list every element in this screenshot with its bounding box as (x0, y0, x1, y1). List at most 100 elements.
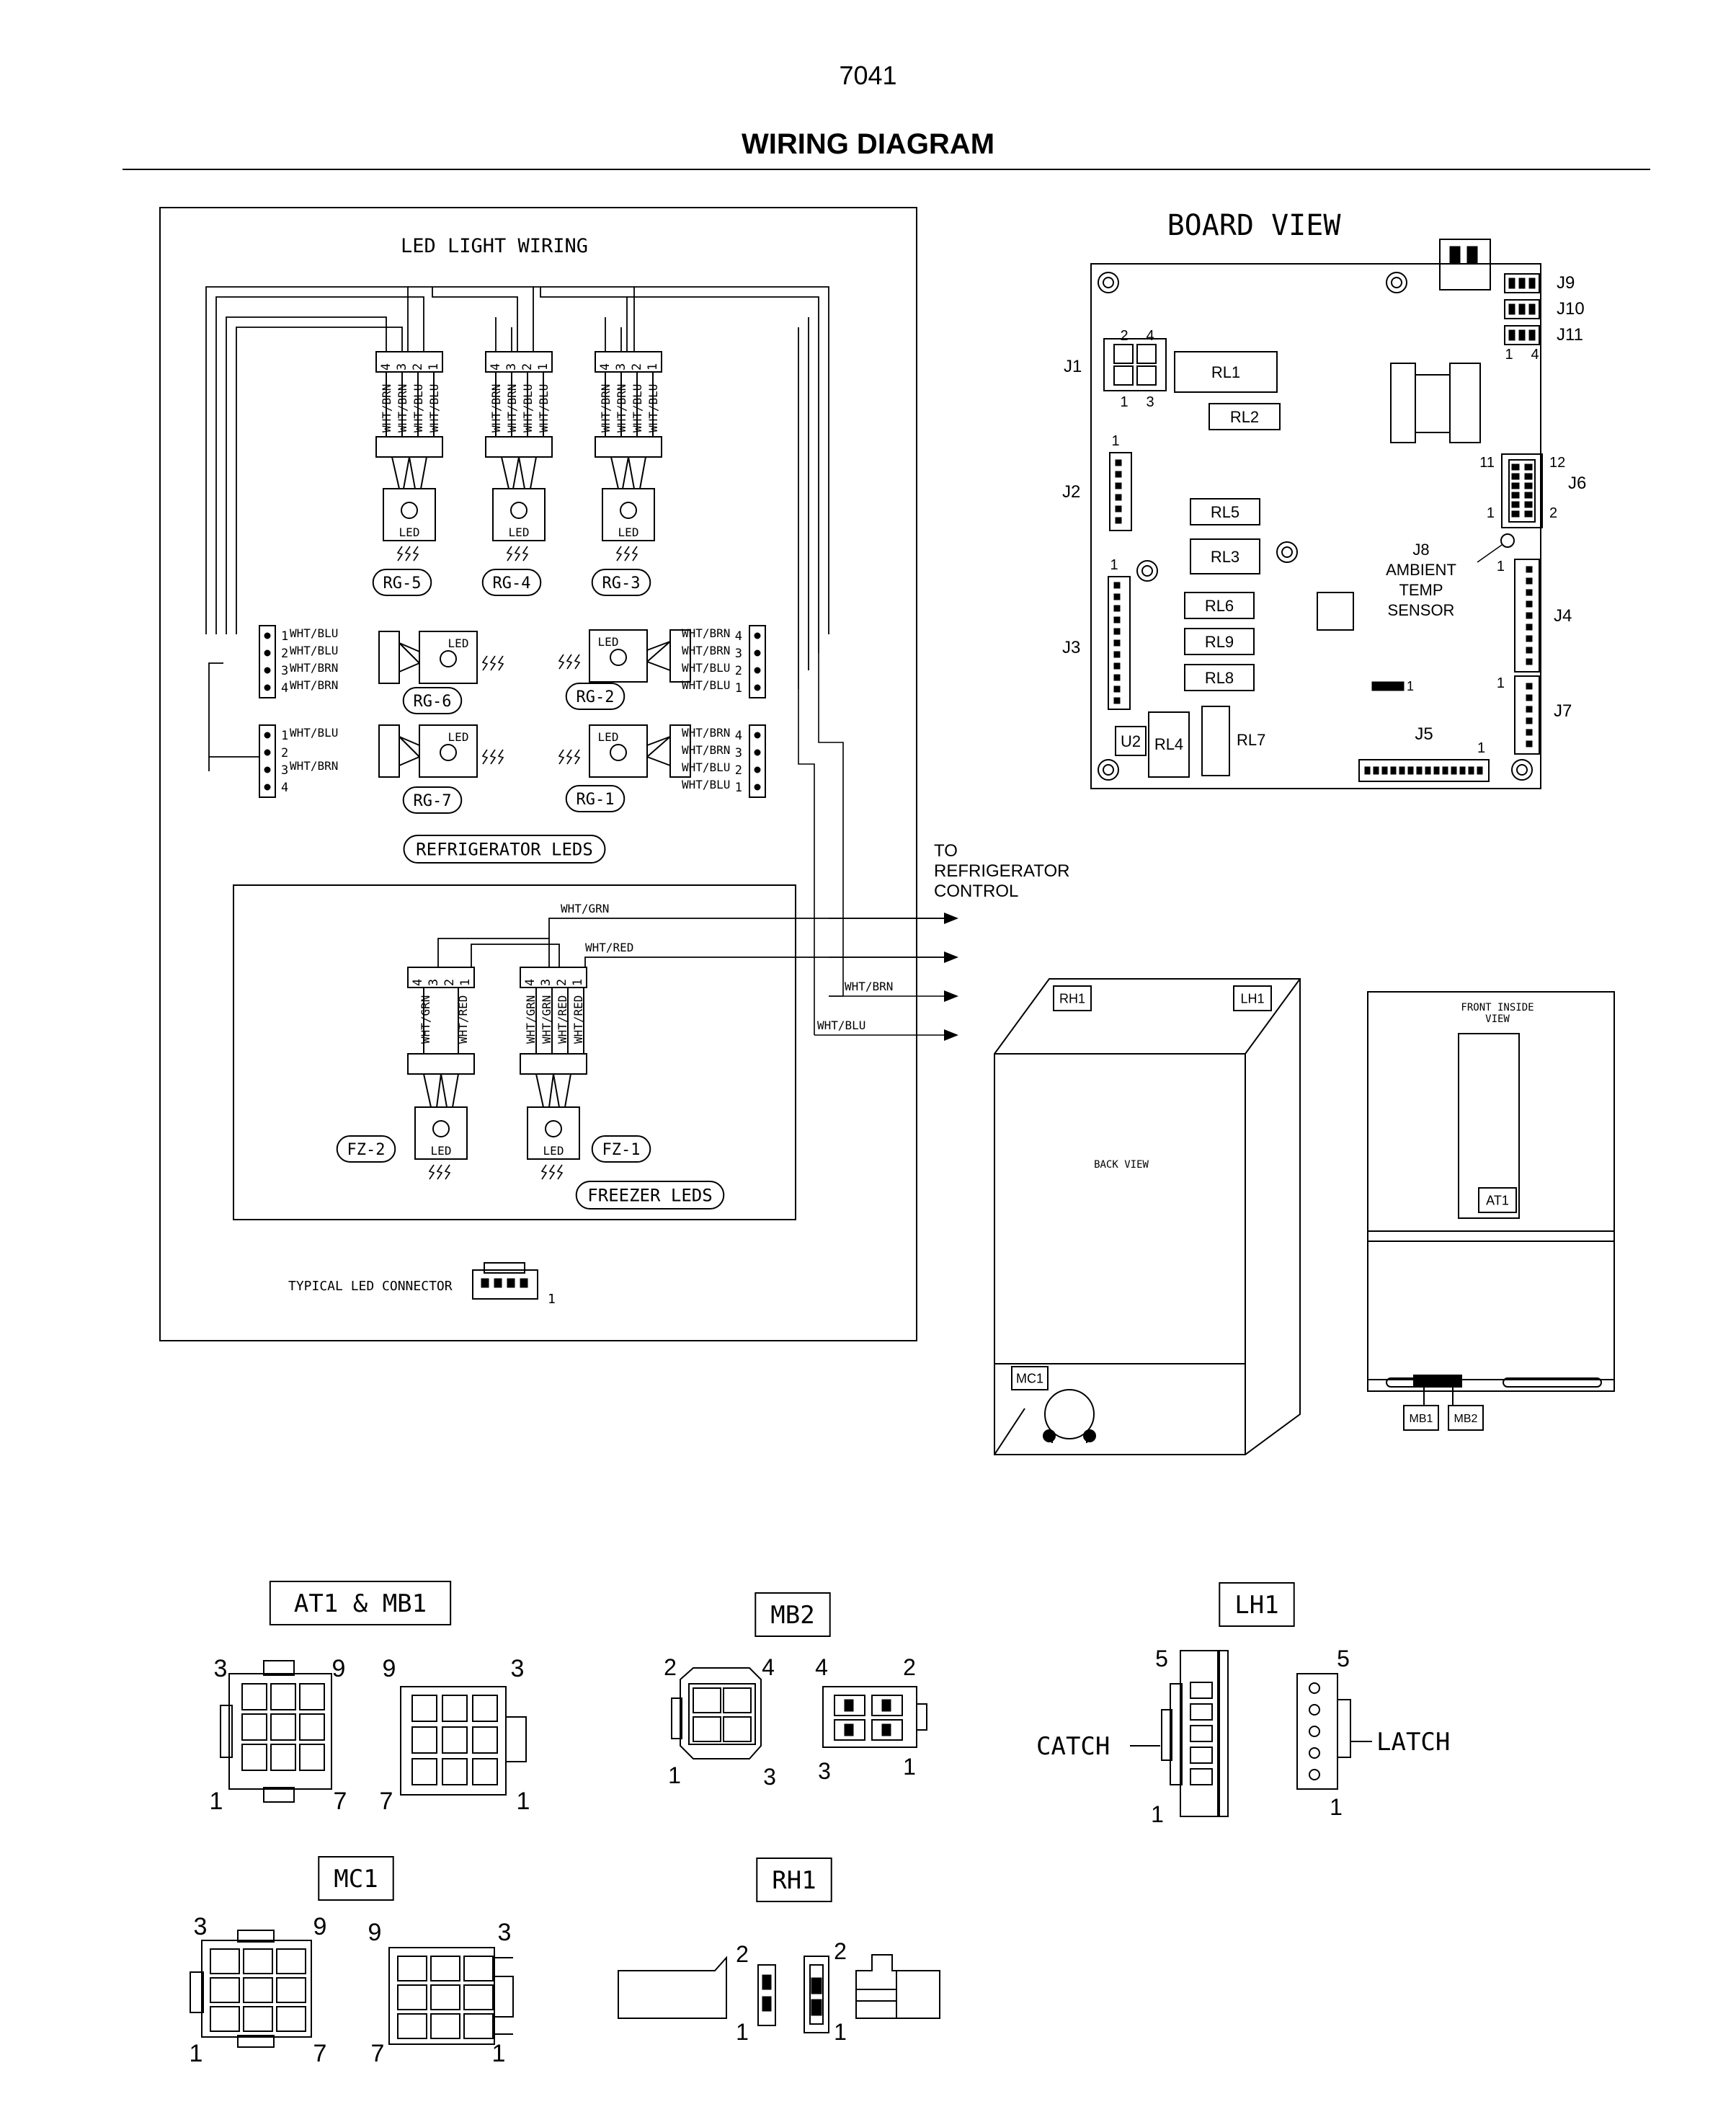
tag-MB1: MB1 (1403, 1405, 1439, 1431)
connector-pin (1113, 651, 1121, 658)
wire-lead (530, 456, 537, 489)
connector-pin (1511, 492, 1520, 499)
plug-block (595, 436, 662, 458)
wire-label: WHT/BLU (521, 384, 535, 432)
relay-label: RL4 (1154, 735, 1183, 753)
pin-label: 2 (442, 979, 457, 986)
light-rays-icon (481, 655, 504, 671)
pin-label: 2 (630, 363, 644, 370)
cavity (871, 1719, 903, 1741)
plug-block (485, 436, 553, 458)
plug-block (407, 1053, 475, 1075)
connector-body (1103, 338, 1167, 391)
wire-label: WHT/RED (556, 995, 569, 1044)
led-name-outline (481, 569, 542, 596)
led-RG-6: LED (378, 631, 504, 684)
cavity (299, 1683, 325, 1710)
pin-label: 4 (411, 979, 425, 986)
light-rays-icon (481, 749, 504, 765)
connector-name: RH1 (772, 1866, 816, 1895)
pin-label: 2 (411, 363, 425, 370)
connector-pin (1451, 766, 1457, 775)
pin-label: 1 (735, 681, 742, 696)
plug-block (669, 724, 691, 778)
pin-label: 9 (368, 1919, 382, 1946)
cavity (1190, 1725, 1213, 1742)
relay-label: RL8 (1205, 669, 1234, 687)
connector-pin (1115, 494, 1122, 501)
cavity (276, 1948, 306, 1974)
detail-MC1: MC1 (318, 1856, 394, 1901)
harness-wire (540, 287, 628, 352)
pin-label: 1 (1505, 347, 1513, 363)
plug-inner (809, 1964, 824, 2025)
sensor-label: SENSOR (1388, 601, 1455, 619)
connector-pin (1407, 766, 1414, 775)
connector-pin (1113, 593, 1121, 600)
relay-label: RL2 (1230, 408, 1259, 426)
connector-pin (1511, 473, 1520, 480)
connector-pin (1526, 566, 1533, 573)
pin-label: 1 (1407, 679, 1414, 693)
led-name-outline (565, 785, 626, 812)
led-lens (440, 744, 457, 761)
led-panel-frame (159, 207, 917, 1341)
connector-pin (1524, 473, 1533, 480)
connector-J5: J51 (1358, 724, 1490, 782)
chip-label: U2 (1121, 732, 1141, 750)
connector-shell (1296, 1673, 1338, 1790)
relay-RL6: RL6 (1184, 592, 1255, 619)
wire-lead (646, 736, 671, 758)
light-ray (556, 1164, 564, 1180)
tag-box (1478, 1187, 1517, 1213)
connector-pin (1526, 612, 1533, 619)
connector-pin (1113, 582, 1121, 589)
terminal (844, 1723, 854, 1736)
control-label: REFRIGERATOR (934, 861, 1069, 881)
connector-pin (1526, 577, 1533, 585)
led-name: RG-7 (414, 792, 452, 810)
connector-pin (1364, 766, 1371, 775)
light-ray (558, 654, 565, 670)
pin-dot (264, 649, 271, 657)
wire-label: WHT/BRN (380, 384, 393, 432)
light-rays-icon (615, 546, 638, 562)
pin-label: 4 (1146, 328, 1154, 344)
connector-block (749, 625, 766, 698)
connector-pin (1524, 510, 1533, 518)
inner-panel (1458, 1033, 1520, 1219)
pin-label: 2 (903, 1654, 916, 1680)
pin-label: 3 (427, 979, 441, 986)
wire-label: WHT/BLU (290, 626, 338, 640)
pin-label: 9 (332, 1655, 346, 1682)
connector-pin (1115, 482, 1122, 489)
freezer-section-frame (233, 884, 796, 1220)
plug-block (669, 629, 691, 683)
control-label: CONTROL (934, 882, 1018, 901)
led-panel-title: LED LIGHT WIRING (401, 235, 588, 257)
plug-block (375, 436, 443, 458)
wire-label: WHT/BRN (682, 743, 730, 757)
cavity (463, 1956, 494, 1981)
connector-cavity (1113, 344, 1134, 364)
cavity (243, 2006, 273, 2032)
connector-shell (388, 1947, 495, 2045)
pin-label: 2 (664, 1654, 677, 1680)
light-ray (497, 655, 504, 671)
connector-block (595, 351, 662, 373)
led-lens (620, 502, 637, 519)
connector-pin (1518, 329, 1526, 341)
connector-pin (1115, 517, 1122, 524)
pin-dot (754, 632, 761, 639)
pin-label: 11 (1479, 455, 1495, 471)
led-RG-1: LED (558, 724, 691, 778)
connector-pin (1526, 589, 1533, 596)
wire-label: WHT/BLU (411, 384, 425, 432)
cavity (1190, 1703, 1213, 1721)
connector-label: J3 (1062, 638, 1080, 657)
wire-lead (436, 1073, 442, 1108)
connector-label: J9 (1557, 273, 1575, 293)
